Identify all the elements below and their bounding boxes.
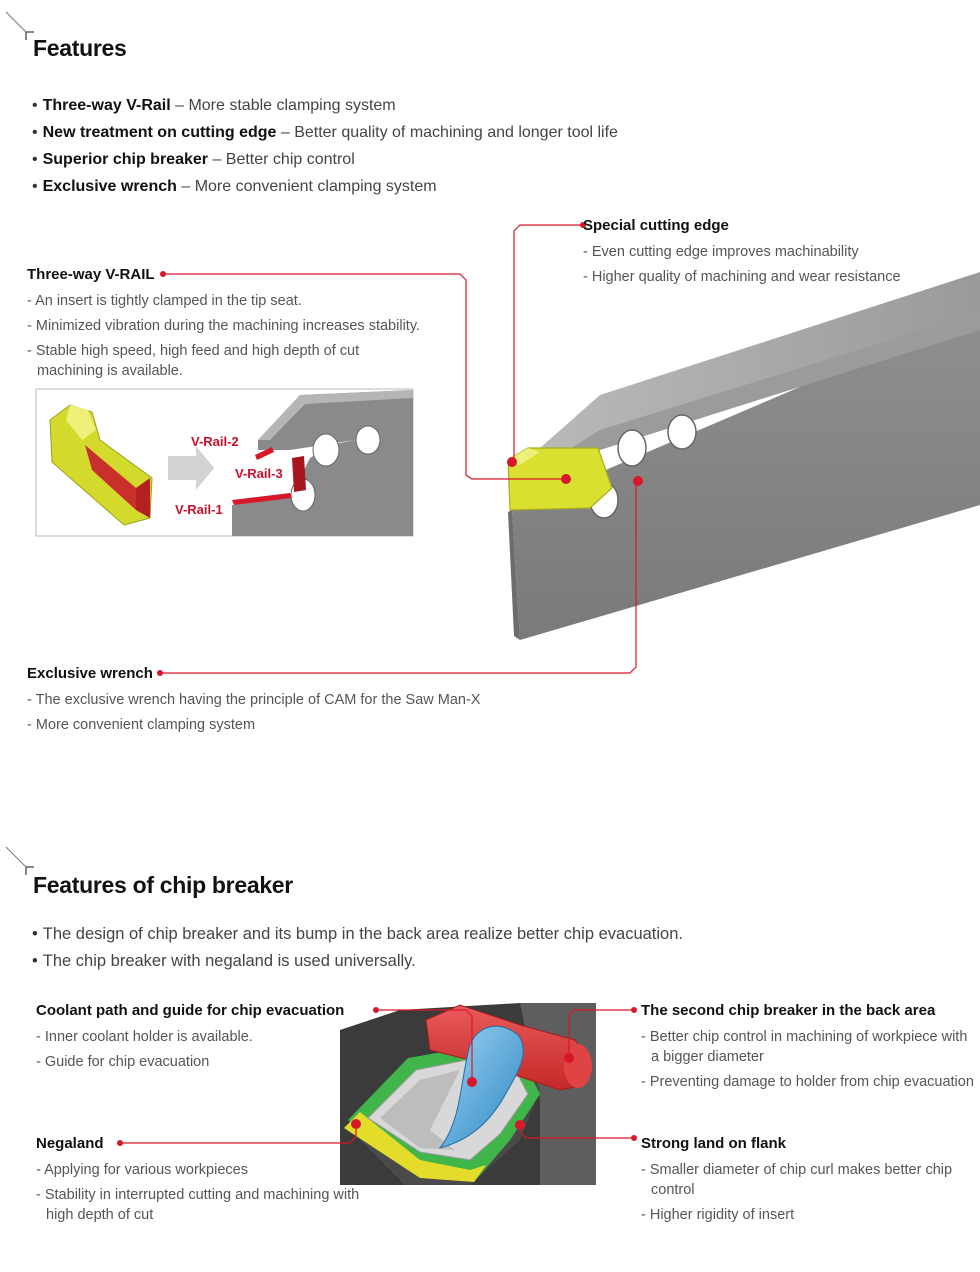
callout-title: Negaland bbox=[36, 1135, 104, 1152]
callout-item: Applying for various workpieces bbox=[36, 1160, 366, 1180]
features-title: Features bbox=[33, 35, 127, 61]
callout-second-breaker: The second chip breaker in the back area… bbox=[641, 1002, 976, 1097]
callout-item: Higher rigidity of insert bbox=[641, 1205, 971, 1225]
features-bullet: New treatment on cutting edge – Better q… bbox=[32, 119, 618, 146]
vrail-2-label: V-Rail-2 bbox=[191, 434, 239, 449]
callout-item: Better chip control in machining of work… bbox=[641, 1027, 976, 1067]
negaland-strip bbox=[344, 1112, 486, 1182]
callout-vrail: Three-way V-RAIL An insert is tightly cl… bbox=[27, 266, 447, 386]
chip-curl bbox=[438, 1025, 524, 1149]
callout-coolant: Coolant path and guide for chip evacuati… bbox=[36, 1002, 366, 1077]
chip-breaker-title: Features of chip breaker bbox=[33, 872, 293, 898]
callout-title: Special cutting edge bbox=[583, 217, 729, 234]
features-bullet-list: Three-way V-Rail – More stable clamping … bbox=[32, 92, 618, 200]
callout-title: Exclusive wrench bbox=[27, 665, 153, 682]
clamp-hole bbox=[617, 429, 647, 467]
callout-item: Even cutting edge improves machinability bbox=[583, 242, 973, 262]
callout-strong-land: Strong land on flank Smaller diameter of… bbox=[641, 1135, 971, 1230]
arrow-icon bbox=[168, 446, 214, 490]
callout-item: Guide for chip evacuation bbox=[36, 1052, 366, 1072]
saw-holder-illustration bbox=[35, 222, 980, 676]
callout-wrench: Exclusive wrench The exclusive wrench ha… bbox=[27, 665, 547, 740]
callout-item: Inner coolant holder is available. bbox=[36, 1027, 366, 1047]
chip-bullet-list: The design of chip breaker and its bump … bbox=[32, 921, 683, 975]
callout-item: An insert is tightly clamped in the tip … bbox=[27, 291, 447, 311]
callout-title: Coolant path and guide for chip evacuati… bbox=[36, 1002, 345, 1019]
section-corner-mark bbox=[5, 11, 34, 40]
callout-item: Preventing damage to holder from chip ev… bbox=[641, 1072, 976, 1092]
callout-title: Strong land on flank bbox=[641, 1135, 786, 1152]
section-corner-mark bbox=[5, 846, 34, 875]
vrail-1-label: V-Rail-1 bbox=[175, 502, 223, 517]
vrail-3-label: V-Rail-3 bbox=[235, 466, 283, 481]
chip-bullet: The chip breaker with negaland is used u… bbox=[32, 948, 683, 975]
callout-item: Stability in interrupted cutting and mac… bbox=[36, 1185, 366, 1225]
features-bullet: Exclusive wrench – More convenient clamp… bbox=[32, 173, 618, 200]
callout-title: The second chip breaker in the back area bbox=[641, 1002, 936, 1019]
holder-upper-jaw bbox=[540, 272, 980, 455]
callout-item: The exclusive wrench having the principl… bbox=[27, 690, 547, 710]
chip-bullet: The design of chip breaker and its bump … bbox=[32, 921, 683, 948]
callout-item: Smaller diameter of chip curl makes bett… bbox=[641, 1160, 971, 1200]
callout-item: Stable high speed, high feed and high de… bbox=[27, 341, 372, 381]
callout-special-edge: Special cutting edge Even cutting edge i… bbox=[583, 217, 973, 292]
callout-item: Higher quality of machining and wear res… bbox=[583, 267, 973, 287]
holder-blade-face bbox=[512, 310, 980, 640]
clamp-hole bbox=[667, 414, 697, 450]
callout-item: Minimized vibration during the machining… bbox=[27, 316, 447, 336]
features-bullet: Three-way V-Rail – More stable clamping … bbox=[32, 92, 618, 119]
callout-negaland: Negaland Applying for various workpieces… bbox=[36, 1135, 366, 1230]
features-bullet: Superior chip breaker – Better chip cont… bbox=[32, 146, 618, 173]
callout-title: Three-way V-RAIL bbox=[27, 266, 155, 283]
callout-item: More convenient clamping system bbox=[27, 715, 547, 735]
